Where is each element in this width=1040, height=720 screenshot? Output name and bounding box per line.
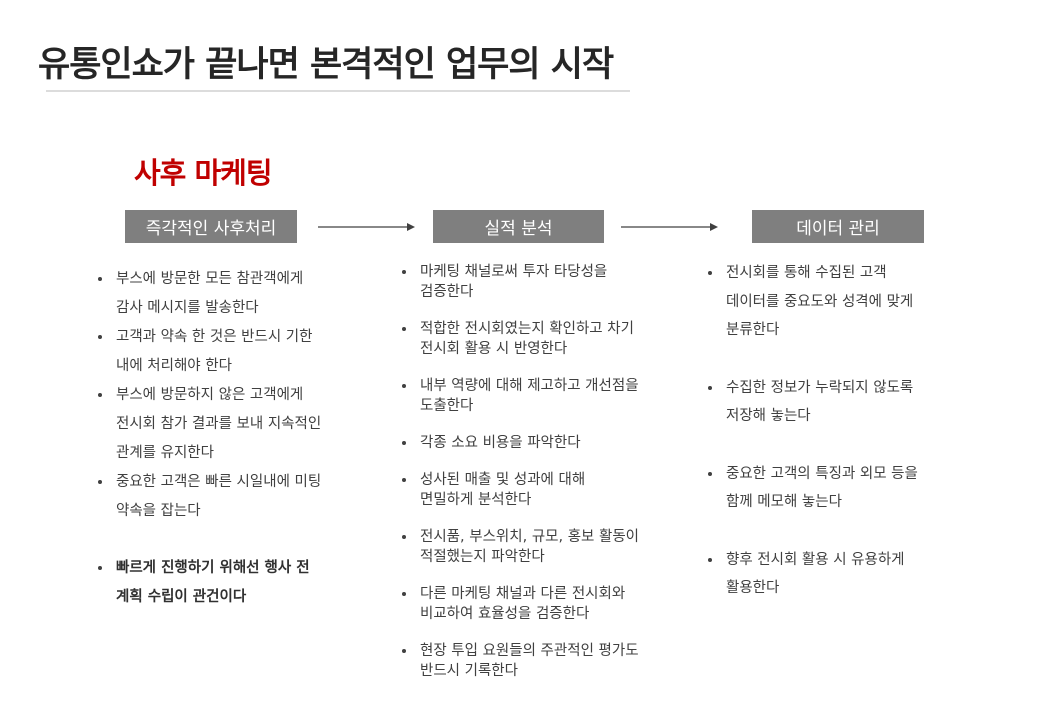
bullet-list-performance-analysis: 마케팅 채널로써 투자 타당성을 검증한다 적합한 전시회였는지 확인하고 차기… [402, 262, 639, 698]
key-point-item: 빠르게 진행하기 위해선 행사 전 계획 수립이 관건이다 [98, 554, 321, 612]
list-item: 부스에 방문하지 않은 고객에게 전시회 참가 결과를 보내 지속적인 관계를 … [98, 381, 321, 468]
list-item: 각종 소요 비용을 파악한다 [402, 433, 639, 453]
list-item: 수집한 정보가 누락되지 않도록 저장해 놓는다 [708, 374, 918, 431]
bullet-list-data-management: 전시회를 통해 수집된 고객 데이터를 중요도와 성격에 맞게 분류한다 수집한… [708, 259, 918, 632]
slide-title: 유통인쇼가 끝나면 본격적인 업무의 시작 [38, 45, 614, 85]
list-item: 전시품, 부스위치, 규모, 홍보 활동이 적절했는지 파악한다 [402, 527, 639, 567]
list-item: 다른 마케팅 채널과 다른 전시회와 비교하여 효율성을 검증한다 [402, 584, 639, 624]
list-item: 현장 투입 요원들의 주관적인 평가도 반드시 기록한다 [402, 641, 639, 681]
stage-label-immediate-followup: 즉각적인 사후처리 [125, 210, 297, 243]
list-item: 마케팅 채널로써 투자 타당성을 검증한다 [402, 262, 639, 302]
bullet-list-immediate-followup: 부스에 방문한 모든 참관객에게 감사 메시지를 발송한다 고객과 약속 한 것… [98, 265, 321, 612]
stage-label-performance-analysis: 실적 분석 [433, 210, 604, 243]
arrow-right-icon [318, 223, 415, 231]
title-underline [46, 90, 630, 92]
stage-label-data-management: 데이터 관리 [752, 210, 924, 243]
list-item: 고객과 약속 한 것은 반드시 기한 내에 처리해야 한다 [98, 323, 321, 381]
list-item: 부스에 방문한 모든 참관객에게 감사 메시지를 발송한다 [98, 265, 321, 323]
list-item: 중요한 고객은 빠른 시일내에 미팅 약속을 잡는다 [98, 468, 321, 526]
list-item: 성사된 매출 및 성과에 대해 면밀하게 분석한다 [402, 470, 639, 510]
section-title: 사후 마케팅 [134, 156, 272, 190]
list-item: 중요한 고객의 특징과 외모 등을 함께 메모해 놓는다 [708, 460, 918, 517]
arrow-right-icon [621, 223, 718, 231]
list-item: 내부 역량에 대해 제고하고 개선점을 도출한다 [402, 376, 639, 416]
list-item: 전시회를 통해 수집된 고객 데이터를 중요도와 성격에 맞게 분류한다 [708, 259, 918, 345]
list-item: 적합한 전시회였는지 확인하고 차기 전시회 활용 시 반영한다 [402, 319, 639, 359]
list-item: 향후 전시회 활용 시 유용하게 활용한다 [708, 546, 918, 603]
